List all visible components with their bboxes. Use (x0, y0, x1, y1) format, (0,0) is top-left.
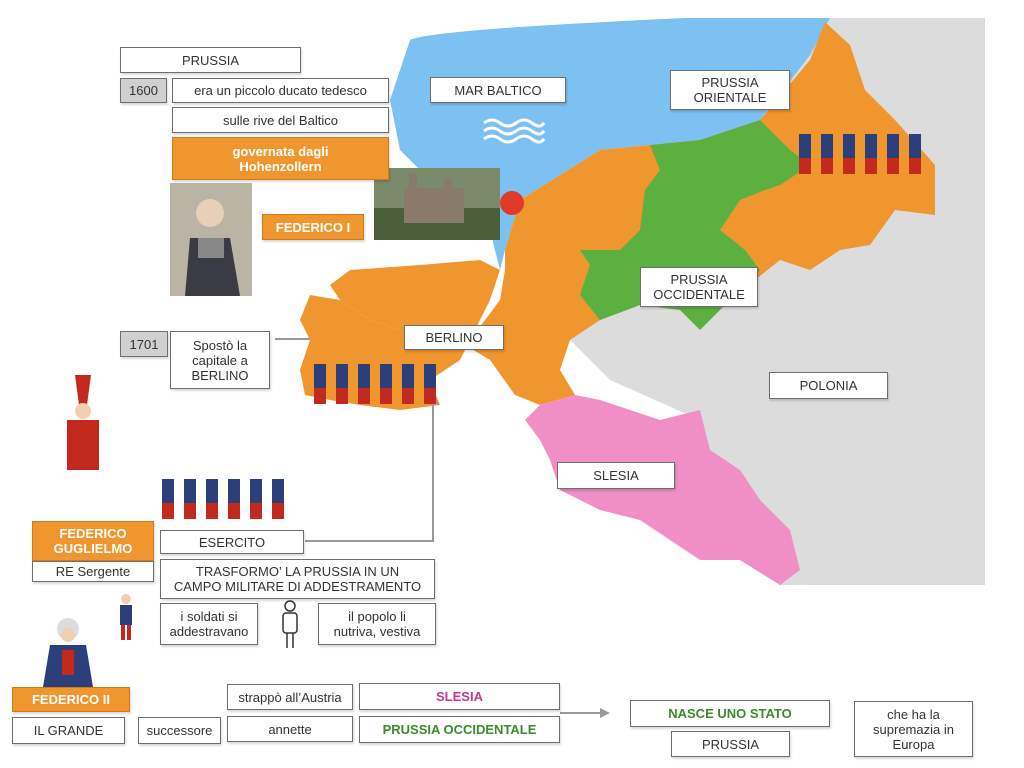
soldiers-row-berlin (314, 364, 436, 404)
federico-guglielmo-figure (67, 375, 99, 515)
baltic-shore-text: sulle rive del Baltico (172, 107, 389, 133)
silesia-region (525, 395, 800, 585)
federico-i-label: FEDERICO I (262, 214, 364, 240)
new-state-label: NASCE UNO STATO (630, 700, 830, 727)
army-label: ESERCITO (160, 530, 304, 554)
re-sergente-text: RE Sergente (32, 561, 154, 582)
year-1600-badge: 1600 (120, 78, 167, 103)
soldiers-trained-text: i soldati si addestravano (160, 603, 258, 645)
label-silesia: SLESIA (557, 462, 675, 489)
label-east-prussia: PRUSSIA ORIENTALE (670, 70, 790, 110)
federico-ii-figure (43, 618, 93, 687)
supremacy-text: che ha la supremazia in Europa (854, 701, 973, 757)
prussia-region (300, 22, 935, 410)
castle-image (374, 168, 500, 240)
person-icon (282, 600, 298, 648)
federico-ii-label: FEDERICO II (12, 687, 130, 712)
army-arrow (305, 402, 434, 542)
soldier-icon (120, 594, 132, 640)
west-prussia-highlight: PRUSSIA OCCIDENTALE (359, 716, 560, 743)
soldiers-row-east (799, 134, 921, 174)
prussia-state-text: PRUSSIA (671, 731, 790, 757)
sea-waves-icon (483, 118, 546, 144)
prussia-title: PRUSSIA (120, 47, 301, 73)
year-1701-badge: 1701 (120, 331, 168, 357)
hohenzollern-label: governata dagli Hohenzollern (172, 137, 389, 180)
military-camp-text: TRASFORMO’ LA PRUSSIA IN UN CAMPO MILITA… (160, 559, 435, 599)
soldiers-row-army (162, 479, 284, 519)
duchy-text: era un piccolo ducato tedesco (172, 78, 389, 103)
federico-guglielmo-label: FEDERICO GUGLIELMO (32, 521, 154, 561)
capital-move-text: Spostò la capitale a BERLINO (170, 331, 270, 389)
people-fed-text: il popolo li nutriva, vestiva (318, 603, 436, 645)
location-marker-icon (500, 191, 524, 215)
label-west-prussia: PRUSSIA OCCIDENTALE (640, 267, 758, 307)
silesia-highlight: SLESIA (359, 683, 560, 710)
annexed-text: annette (227, 716, 353, 742)
il-grande-text: IL GRANDE (12, 717, 125, 744)
took-from-austria-text: strappò all’Austria (227, 684, 353, 710)
label-poland: POLONIA (769, 372, 888, 399)
successore-text: successore (138, 717, 221, 744)
federico-i-portrait (170, 183, 252, 296)
label-berlin: BERLINO (404, 325, 504, 350)
label-baltic: MAR BALTICO (430, 77, 566, 103)
